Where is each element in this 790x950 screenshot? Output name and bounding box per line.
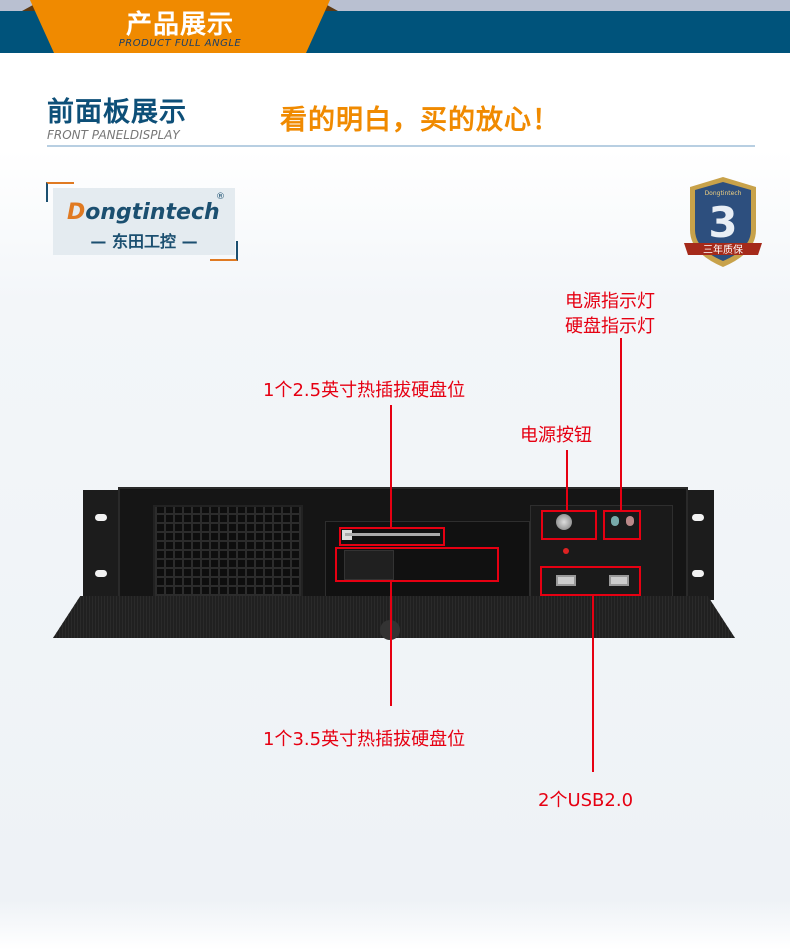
badge-number: 3 [708, 198, 737, 247]
control-panel [530, 505, 673, 598]
logo-chinese: — 东田工控 — [90, 232, 198, 251]
registered-mark: ® [216, 192, 225, 202]
label-power-button: 电源按钮 [520, 425, 592, 446]
power-button-icon [556, 514, 572, 530]
power-button-highlight [541, 510, 597, 540]
led-highlight [603, 510, 641, 540]
badge-brand: Dongtintech [705, 190, 742, 197]
leader-line [592, 595, 594, 772]
banner-subtitle: PRODUCT FULL ANGLE [118, 38, 242, 49]
banner-corner-right [318, 0, 338, 11]
rack-ear-left [83, 490, 121, 600]
label-bay-35: 1个3.5英寸热插拔硬盘位 [263, 729, 466, 750]
leader-line [390, 582, 392, 706]
banner-title: 产品展示 [125, 10, 234, 40]
bay-25-slot [345, 533, 440, 536]
power-led-icon [611, 516, 619, 526]
bay-35-handle [344, 550, 394, 580]
logo-corner [210, 241, 238, 261]
usb-port-icon [609, 575, 629, 586]
top-strip [0, 0, 790, 11]
label-hdd-led: 硬盘指示灯 [565, 316, 655, 337]
logo-corner [46, 182, 74, 202]
warranty-badge-icon: Dongtintech 3 三年质保 [684, 177, 762, 267]
usb-port-icon [556, 575, 576, 586]
leader-line [620, 338, 622, 511]
hdd-led-icon [626, 516, 634, 526]
bay-25-highlight [339, 527, 445, 546]
leader-line [390, 405, 392, 528]
status-led-icon [563, 548, 569, 554]
label-usb: 2个USB2.0 [538, 790, 634, 811]
label-power-led: 电源指示灯 [565, 291, 655, 312]
fan-grille [153, 505, 303, 598]
usb-highlight [540, 566, 641, 596]
badge-text: 三年质保 [703, 243, 743, 256]
logo-wordmark: Dongtintech [67, 200, 220, 225]
section-subtitle: FRONT PANELDISPLAY [47, 128, 180, 142]
banner-corner-left [22, 0, 42, 11]
section-divider [47, 145, 755, 147]
banner-tab [30, 0, 330, 53]
label-bay-25: 1个2.5英寸热插拔硬盘位 [263, 380, 466, 401]
section-title: 前面板展示 [47, 97, 187, 128]
brand-logo: Dongtintech ® — 东田工控 — [46, 182, 238, 261]
rack-ear-right [684, 490, 714, 600]
leader-line [566, 450, 568, 511]
slogan: 看的明白，买的放心！ [280, 105, 560, 136]
bay-35-highlight [335, 547, 499, 582]
